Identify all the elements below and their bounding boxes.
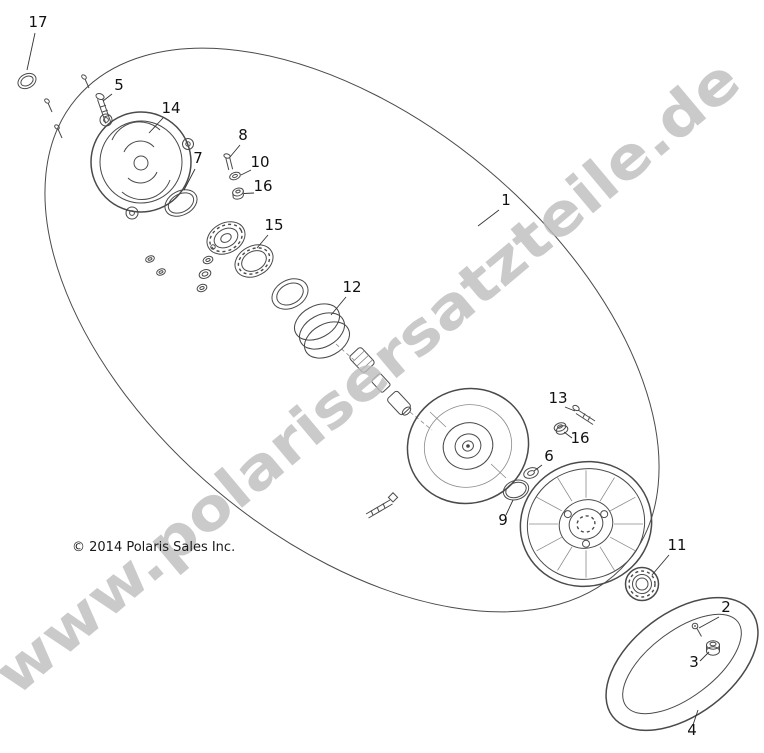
part-seal-ring-17 bbox=[17, 72, 37, 90]
callout-1: 1 bbox=[501, 191, 511, 209]
callout-16b: 16 bbox=[570, 429, 589, 447]
part-spring-12 bbox=[294, 303, 350, 359]
part-bolt-5 bbox=[95, 93, 112, 124]
callout-10: 10 bbox=[250, 153, 269, 171]
watermark-text: www.polarisersatzteile.de bbox=[0, 45, 753, 708]
callout-11: 11 bbox=[667, 536, 686, 554]
callout-6: 6 bbox=[544, 447, 554, 465]
part-ring bbox=[271, 278, 309, 310]
callout-7: 7 bbox=[193, 149, 203, 167]
callout-8: 8 bbox=[238, 126, 248, 144]
part-washer-10 bbox=[229, 171, 241, 181]
part-washer-stack bbox=[145, 244, 216, 293]
part-cover-14 bbox=[90, 111, 194, 220]
callout-13: 13 bbox=[548, 389, 567, 407]
part-washer-6 bbox=[523, 467, 539, 479]
callout-5: 5 bbox=[114, 76, 124, 94]
part-oring-7 bbox=[164, 189, 198, 217]
callout-14: 14 bbox=[161, 99, 180, 117]
part-retainer-15 bbox=[234, 244, 274, 278]
part-bolt-13 bbox=[572, 404, 596, 425]
part-small-screws bbox=[44, 74, 90, 139]
leader-lines bbox=[26, 32, 720, 726]
part-bolt-lower bbox=[365, 492, 399, 519]
callout-9: 9 bbox=[498, 511, 508, 529]
part-shaft-pieces bbox=[349, 347, 412, 416]
part-bearing-11 bbox=[624, 566, 660, 602]
sheave-fins bbox=[529, 470, 643, 578]
callout-17: 17 bbox=[28, 13, 47, 31]
part-nut-3 bbox=[706, 640, 720, 656]
callouts: 17 5 14 8 10 16 7 15 12 1 13 16 6 9 11 2… bbox=[28, 13, 730, 739]
part-splined-hub bbox=[206, 221, 246, 255]
copyright-text: © 2014 Polaris Sales Inc. bbox=[72, 540, 235, 555]
part-fixed-sheave bbox=[406, 387, 530, 505]
part-nut-16b bbox=[553, 422, 569, 435]
part-oring-9 bbox=[502, 479, 530, 501]
part-nut-16a bbox=[232, 187, 244, 200]
callout-12: 12 bbox=[342, 278, 361, 296]
part-screw-2 bbox=[691, 622, 702, 637]
axis-dashes bbox=[335, 343, 433, 431]
callout-16a: 16 bbox=[253, 177, 272, 195]
part-belt-4 bbox=[605, 596, 759, 732]
callout-15: 15 bbox=[264, 216, 283, 234]
callout-2: 2 bbox=[721, 598, 731, 616]
part-movable-sheave bbox=[519, 460, 653, 588]
callout-4: 4 bbox=[687, 721, 697, 739]
exploded-parts bbox=[17, 72, 759, 732]
callout-3: 3 bbox=[689, 653, 699, 671]
